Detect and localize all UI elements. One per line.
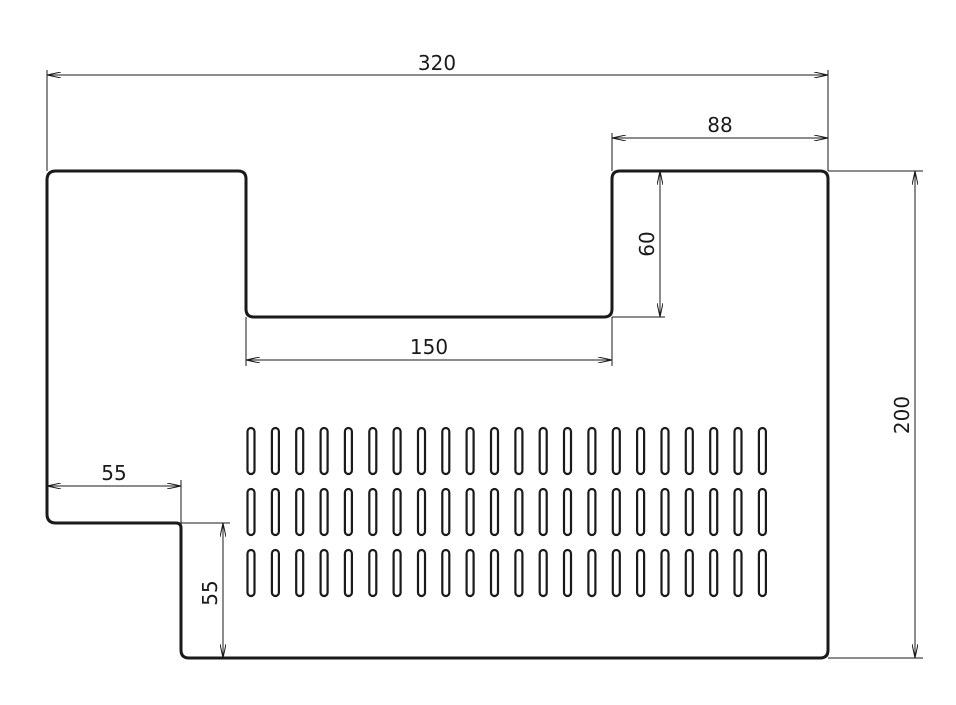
slot [514,487,524,537]
slot [368,487,378,537]
slot [514,548,524,598]
slot [709,426,719,476]
slot [684,548,694,598]
slot [562,487,573,537]
slot [538,548,548,598]
left-step-width-label: 55 [101,461,126,485]
overall-width-label: 320 [418,51,456,75]
slot [465,548,475,598]
slot [660,426,670,476]
slot [562,426,573,476]
slot [489,487,500,537]
slot [319,487,329,537]
notch-width-label: 150 [410,335,448,359]
slot [709,487,719,537]
slot [441,548,451,598]
slot [246,487,256,537]
slot [611,426,621,476]
slot [660,487,670,537]
slot [635,548,646,598]
slot [611,548,621,598]
slot [538,426,548,476]
slot [368,548,378,598]
right-section-width-label: 88 [707,113,732,137]
slot [392,487,402,537]
notch-depth-label: 60 [635,231,659,256]
overall-height-label: 200 [890,396,914,434]
slot [319,548,329,598]
slot [587,487,597,537]
slot [489,548,500,598]
slot [660,548,670,598]
left-step-height-label: 55 [198,580,222,605]
slot [611,487,621,537]
dimension-overall-height: 200 [828,170,923,659]
slot [343,426,353,476]
slot [246,548,256,598]
slot [392,426,402,476]
slot [562,548,573,598]
slot [465,426,475,476]
slot [465,487,475,537]
slot [757,487,768,537]
slot [489,426,500,476]
dimension-right-section-width: 88 [611,113,828,171]
slot [733,426,743,476]
slot [514,426,524,476]
dimension-left-step-width: 55 [47,461,182,523]
slot [270,487,280,537]
slot [733,487,743,537]
slot [441,426,451,476]
slot [270,426,280,476]
slot [246,426,256,476]
slot [635,426,646,476]
slot [733,548,743,598]
slot [343,548,353,598]
slot [392,548,402,598]
slot [295,426,305,476]
slot [368,426,378,476]
slot [416,426,427,476]
dimension-notch-width: 150 [245,317,613,366]
slot [684,426,694,476]
slot [635,487,646,537]
slot [684,487,694,537]
part-outline [45,169,830,660]
slot [270,548,280,598]
slot [295,487,305,537]
slot [587,426,597,476]
dimension-overall-width: 320 [46,51,829,171]
slot [757,426,768,476]
slot [319,426,329,476]
slot [538,487,548,537]
dimension-left-step-height: 55 [181,522,230,658]
slot [441,487,451,537]
slot [587,548,597,598]
slot [416,548,427,598]
slot [295,548,305,598]
dimension-notch-depth: 60 [612,171,665,318]
slot [757,548,768,598]
slot-pattern [246,426,768,598]
slot [416,487,427,537]
slot [343,487,353,537]
slot [709,548,719,598]
